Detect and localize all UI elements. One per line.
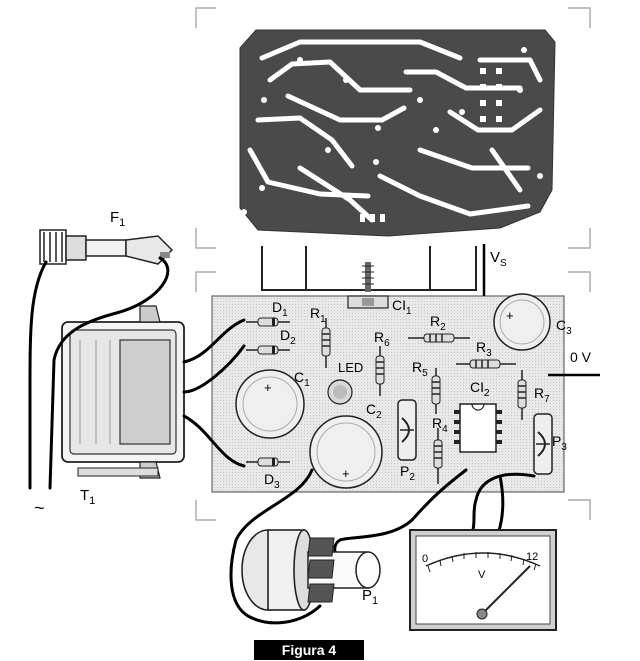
trimpot-p3	[533, 413, 553, 475]
capacitor-c2	[309, 415, 383, 489]
label-p1: P1	[362, 587, 378, 607]
resistor-r4	[433, 428, 443, 484]
plus-c3: +	[506, 308, 514, 323]
meter-needle	[481, 565, 531, 615]
label-c3: C3	[556, 317, 572, 337]
screw-icon	[362, 262, 374, 292]
label-r5: R5	[412, 359, 428, 379]
label-r6: R6	[374, 329, 390, 349]
transformer-t1	[61, 305, 185, 479]
label-r4: R4	[432, 415, 448, 435]
diode-d1	[246, 317, 290, 327]
pcb-copper-layout	[195, 7, 591, 249]
plus-c1: +	[264, 380, 272, 395]
trimpot-p2	[397, 399, 417, 461]
resistor-r2	[408, 333, 470, 343]
label-r3: R3	[476, 339, 492, 359]
label-ci1: CI1	[392, 297, 412, 317]
label-zero-v: 0 V	[570, 349, 592, 365]
label-c2: C2	[366, 401, 382, 421]
wiring	[28, 256, 536, 625]
label-ac-symbol: ~	[34, 498, 45, 518]
label-p3: P3	[552, 433, 567, 453]
label-r1: R1	[310, 305, 326, 325]
potentiometer-p1	[241, 529, 381, 611]
resistor-r7	[517, 370, 527, 420]
meter-unit-label: V	[478, 569, 486, 581]
label-f1: F1	[110, 209, 125, 229]
component-labels: F1 T1 ~ D1 D2 D3 R1 R2 R3 R4 R5 R6 R7 C1…	[34, 209, 592, 607]
capacitor-c3	[493, 293, 551, 351]
label-t1: T1	[80, 487, 95, 507]
diode-d2	[246, 345, 290, 355]
label-vs: VS	[490, 249, 507, 269]
resistor-r6	[375, 346, 385, 396]
label-c1: C1	[294, 369, 310, 389]
capacitor-c1	[235, 369, 305, 439]
label-d1: D1	[272, 299, 288, 319]
label-d3: D3	[264, 471, 280, 491]
figure-caption: Figura 4	[254, 640, 364, 660]
led	[327, 379, 353, 405]
meter-min-label: 0	[422, 553, 428, 565]
component-board	[195, 244, 600, 521]
label-r7: R7	[534, 385, 550, 405]
label-p2: P2	[400, 463, 415, 483]
fuse-holder-f1	[39, 229, 174, 265]
label-ci2: CI2	[470, 379, 490, 399]
panel-meter	[409, 529, 557, 631]
resistor-r1	[321, 318, 331, 368]
plus-c2: +	[342, 466, 350, 481]
label-r2: R2	[430, 313, 446, 333]
label-d2: D2	[280, 327, 296, 347]
meter-max-label: 12	[526, 551, 538, 563]
resistor-r3	[456, 359, 516, 369]
ic-ci2	[454, 403, 502, 453]
label-led: LED	[338, 360, 363, 375]
resistor-r5	[431, 368, 441, 414]
diode-d3	[246, 457, 290, 467]
